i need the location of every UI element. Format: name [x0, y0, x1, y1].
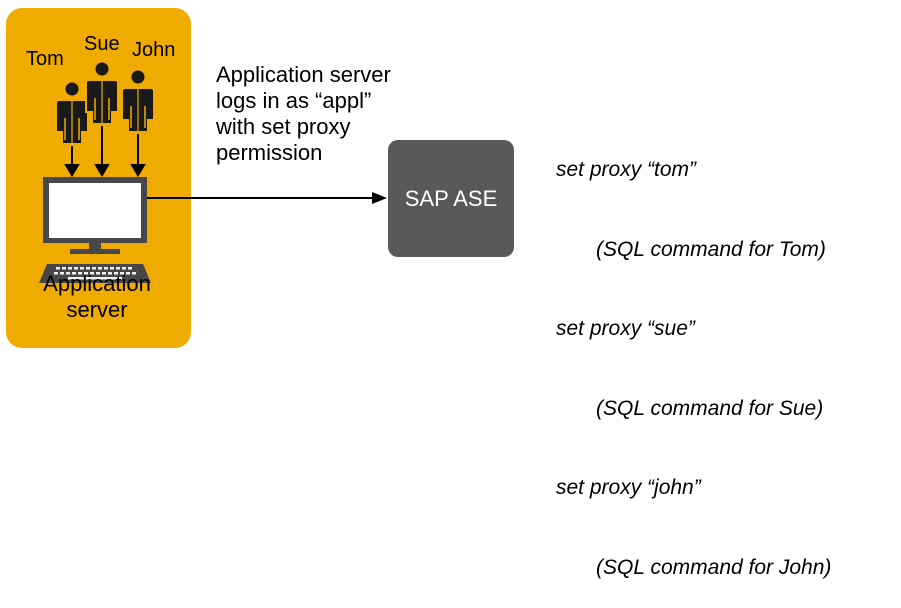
- computer-icon: [39, 177, 151, 283]
- sql-line: (SQL command for Tom): [596, 237, 826, 261]
- connection-note-line-3: with set proxy: [216, 114, 351, 139]
- sql-line: set proxy “tom”: [556, 158, 697, 181]
- person-icon-john: [121, 68, 155, 133]
- sap-ase-database-box: SAP ASE: [388, 140, 514, 257]
- server-label-line-2: server: [66, 297, 128, 322]
- person-icon-sue: [85, 60, 119, 125]
- user-name-john: John: [132, 39, 176, 61]
- user-arrows: [64, 126, 146, 177]
- connection-note-line-2: logs in as “appl”: [216, 88, 372, 113]
- connection-arrow: [147, 192, 387, 204]
- sap-ase-label: SAP ASE: [404, 185, 498, 211]
- server-label: Application server: [34, 271, 160, 323]
- server-label-line-1: Application: [43, 271, 151, 296]
- sql-commands: set proxy “tom” (SQL command for Tom) se…: [556, 104, 831, 608]
- sql-line: set proxy “sue”: [556, 317, 695, 340]
- person-icon-tom: [55, 80, 89, 145]
- connection-note: Application server logs in as “appl” wit…: [216, 62, 391, 166]
- sql-line: (SQL command for John): [596, 555, 832, 579]
- sql-line: (SQL command for Sue): [596, 396, 824, 420]
- user-name-tom: Tom: [26, 48, 64, 70]
- connection-note-line-1: Application server: [216, 62, 391, 87]
- user-name-sue: Sue: [84, 33, 120, 55]
- diagram-graphics: [39, 60, 387, 283]
- sql-line: set proxy “john”: [556, 476, 701, 499]
- connection-note-line-4: permission: [216, 140, 323, 165]
